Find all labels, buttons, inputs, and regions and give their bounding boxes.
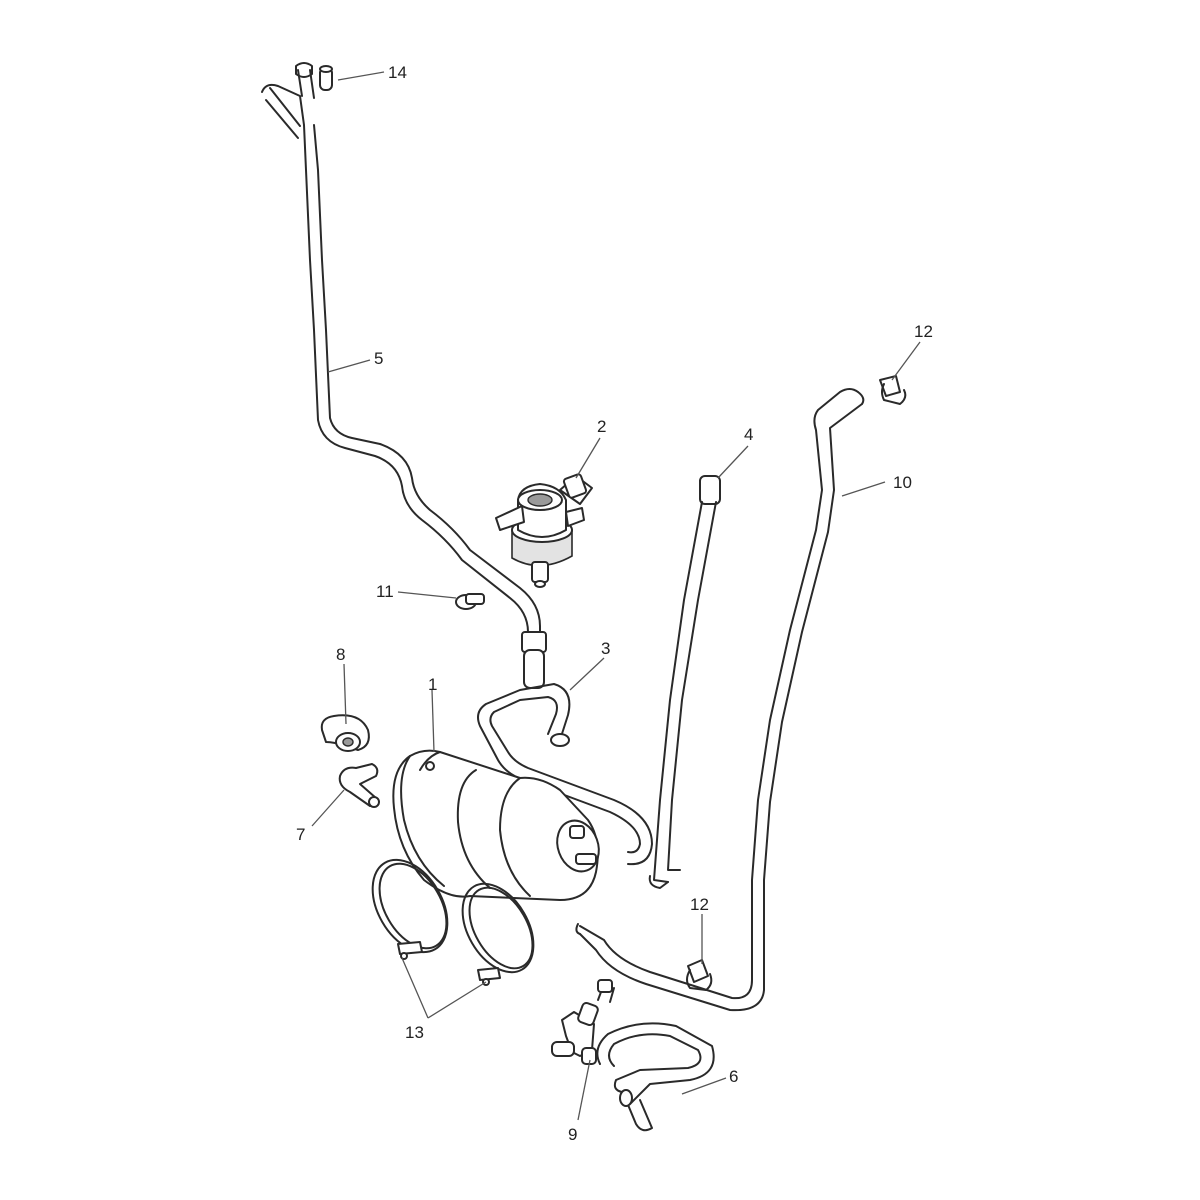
callout-1: 1 [428, 675, 437, 694]
elbow-8 [320, 714, 370, 752]
hose-4 [648, 475, 721, 889]
callout-2: 2 [597, 417, 606, 436]
callout-8: 8 [336, 645, 345, 664]
callout-13: 13 [405, 1023, 424, 1042]
callout-10: 10 [893, 473, 912, 492]
purge-valve-2 [495, 473, 593, 588]
callout-labels: 1 2 3 4 5 6 7 8 9 10 11 12 12 13 14 [296, 63, 933, 1144]
callout-12-bottom: 12 [690, 895, 709, 914]
hose-3 [477, 683, 653, 866]
callout-11: 11 [376, 582, 394, 601]
callout-7: 7 [296, 825, 305, 844]
callout-14: 14 [388, 63, 407, 82]
clip-12-bottom [686, 959, 713, 991]
callout-4: 4 [744, 425, 753, 444]
clip-12-top [879, 375, 907, 405]
hose-10 [575, 388, 865, 1012]
plug-14 [319, 65, 333, 91]
hose-5-connector [521, 631, 547, 689]
hose-5 [261, 62, 541, 649]
callout-9: 9 [568, 1125, 577, 1144]
leader-lines [311, 71, 921, 1121]
callout-6: 6 [729, 1067, 738, 1086]
hose-6 [596, 1022, 715, 1132]
callout-3: 3 [601, 639, 610, 658]
elbow-7 [338, 763, 380, 808]
canister-1 [392, 749, 600, 901]
bolt-11 [455, 593, 485, 610]
clamps-13 [371, 858, 535, 986]
callout-5: 5 [374, 349, 383, 368]
tee-connector-9 [551, 979, 615, 1065]
callout-12-top: 12 [914, 322, 933, 341]
